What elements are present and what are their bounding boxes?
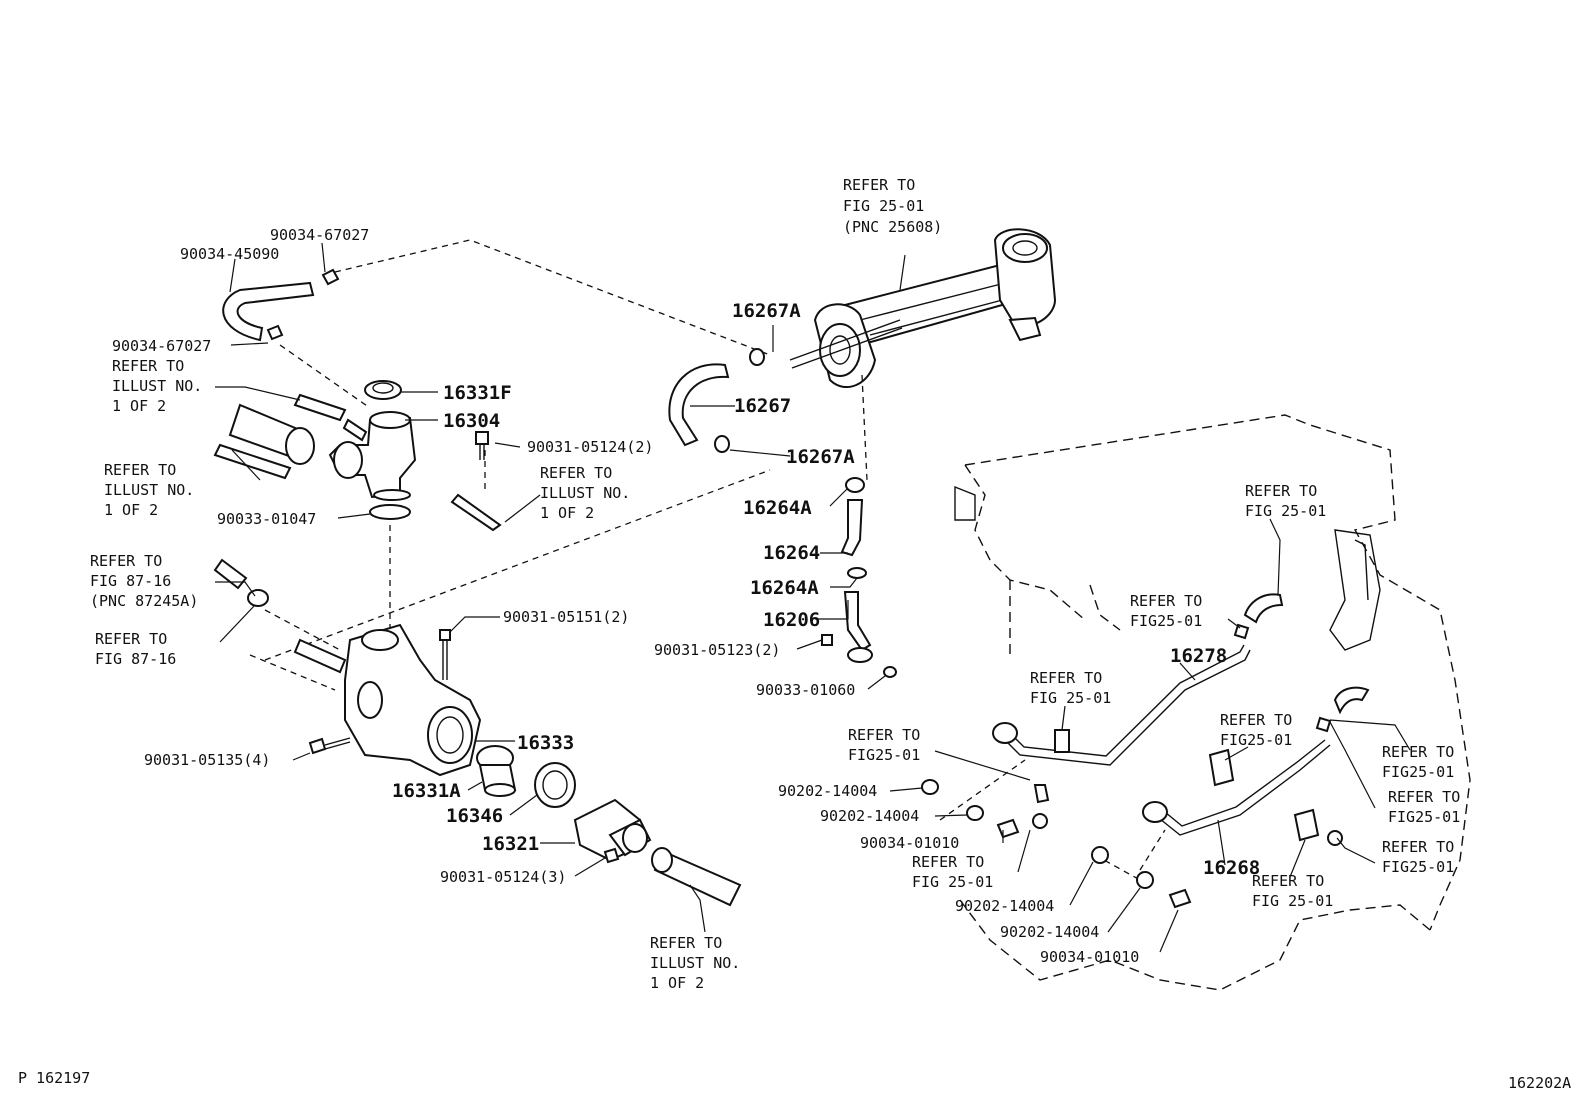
refer-line: REFER TO: [843, 176, 915, 194]
top-refer-label: REFER TO FIG 25-01 (PNC 25608): [843, 176, 942, 236]
ref-line: REFER TO: [104, 461, 176, 479]
ref-line: REFER TO: [1220, 711, 1292, 729]
ref-line: 1 OF 2: [540, 504, 594, 522]
part-label: 90034-45090: [180, 245, 279, 263]
refer-line: FIG 25-01: [843, 197, 924, 215]
part-label: 90202-14004: [778, 782, 877, 800]
part-label: 90034-01010: [860, 834, 959, 852]
part-label: 16267A: [732, 300, 801, 322]
ref-line: FIG25-01: [1382, 858, 1454, 876]
part-label: 90031-05124(3): [440, 868, 566, 886]
footer-left-code: P 162197: [18, 1069, 90, 1087]
part-label: 90202-14004: [820, 807, 919, 825]
right-components: [921, 593, 1370, 909]
part-label: 90031-05124(2): [527, 438, 653, 456]
ref-line: FIG25-01: [1382, 763, 1454, 781]
part-label: 16268: [1203, 857, 1260, 879]
ref-line: FIG 25-01: [912, 873, 993, 891]
reference-labels: REFER TO ILLUST NO. 1 OF 2 REFER TO ILLU…: [90, 357, 1460, 992]
part-label: 90034-67027: [112, 337, 211, 355]
part-label: 16331F: [443, 382, 512, 404]
ref-line: REFER TO: [1382, 838, 1454, 856]
ref-line: REFER TO: [1382, 743, 1454, 761]
part-label: 16321: [482, 833, 539, 855]
ref-line: FIG25-01: [1130, 612, 1202, 630]
ref-line: FIG 87-16: [95, 650, 176, 668]
part-label: 16267A: [786, 446, 855, 468]
part-label: 16278: [1170, 645, 1227, 667]
ref-line: ILLUST NO.: [104, 481, 194, 499]
ref-line: REFER TO: [95, 630, 167, 648]
ref-line: FIG 25-01: [1252, 892, 1333, 910]
part-number-labels: 90034-67027 90034-45090 90034-67027 1633…: [112, 226, 1260, 966]
ref-line: ILLUST NO.: [540, 484, 630, 502]
part-label: 90034-01010: [1040, 948, 1139, 966]
refer-line: (PNC 25608): [843, 218, 942, 236]
leader-lines: [215, 242, 1411, 953]
left-components: [213, 268, 742, 907]
ref-line: REFER TO: [848, 726, 920, 744]
ref-line: REFER TO: [1252, 872, 1324, 890]
ref-line: FIG 25-01: [1245, 502, 1326, 520]
footer-right-code: 162202A: [1508, 1074, 1571, 1092]
part-label: 16333: [517, 732, 574, 754]
ref-line: FIG 87-16: [90, 572, 171, 590]
ref-line: FIG 25-01: [1030, 689, 1111, 707]
part-label: 90031-05123(2): [654, 641, 780, 659]
part-label: 16346: [446, 805, 503, 827]
part-label: 16304: [443, 410, 500, 432]
ref-line: REFER TO: [1245, 482, 1317, 500]
ref-line: FIG25-01: [1388, 808, 1460, 826]
part-label: 90034-67027: [270, 226, 369, 244]
part-label: 16267: [734, 395, 791, 417]
part-label: 90202-14004: [955, 897, 1054, 915]
part-label: 90031-05135(4): [144, 751, 270, 769]
ref-line: REFER TO: [90, 552, 162, 570]
ref-line: 1 OF 2: [104, 501, 158, 519]
part-label: 16264A: [750, 577, 819, 599]
ref-line: REFER TO: [1388, 788, 1460, 806]
dashed-connections: [249, 239, 1166, 881]
ref-line: REFER TO: [912, 853, 984, 871]
part-label: 16331A: [392, 780, 461, 802]
part-label: 90031-05151(2): [503, 608, 629, 626]
ref-line: (PNC 87245A): [90, 592, 198, 610]
part-label: 90033-01047: [217, 510, 316, 528]
part-label: 90202-14004: [1000, 923, 1099, 941]
ref-line: FIG25-01: [1220, 731, 1292, 749]
ref-line: REFER TO: [650, 934, 722, 952]
part-label: 16264A: [743, 497, 812, 519]
center-components: [668, 348, 897, 678]
ref-line: REFER TO: [1030, 669, 1102, 687]
ref-line: ILLUST NO.: [650, 954, 740, 972]
part-label: 90033-01060: [756, 681, 855, 699]
footer: P 162197 162202A: [18, 1069, 1571, 1092]
part-label: 16264: [763, 542, 820, 564]
ref-line: REFER TO: [540, 464, 612, 482]
engine-outline: [954, 414, 1471, 991]
ref-line: 1 OF 2: [650, 974, 704, 992]
ref-line: ILLUST NO.: [112, 377, 202, 395]
ref-line: 1 OF 2: [112, 397, 166, 415]
ref-line: FIG25-01: [848, 746, 920, 764]
ref-line: REFER TO: [1130, 592, 1202, 610]
egr-cooler: [789, 228, 1057, 389]
part-label: 16206: [763, 609, 820, 631]
ref-line: REFER TO: [112, 357, 184, 375]
